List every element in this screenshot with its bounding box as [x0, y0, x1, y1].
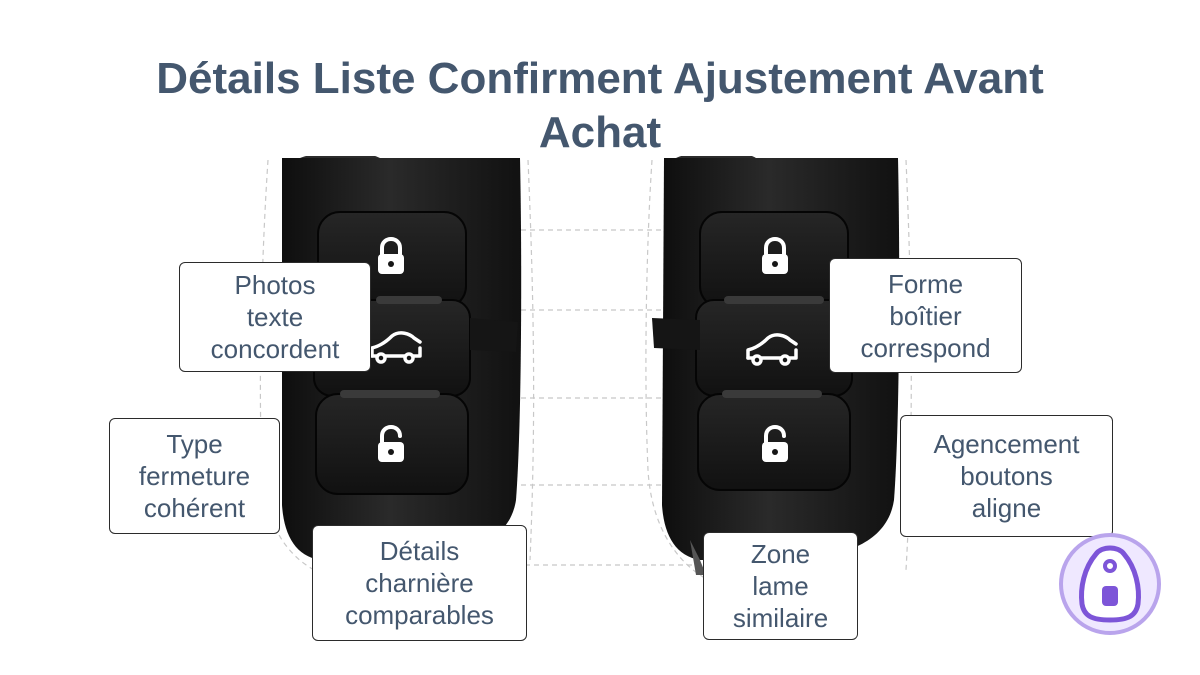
- lock-icon: [378, 237, 404, 274]
- unlock-icon: [762, 425, 788, 462]
- callout-line: cohérent: [143, 493, 246, 523]
- callout-line: texte: [246, 302, 304, 332]
- callout-line: correspond: [860, 332, 991, 363]
- unlock-icon: [378, 425, 404, 462]
- callout-line: Agencement: [933, 429, 1080, 459]
- lock-icon: [762, 237, 788, 274]
- callout-zone-lame: Zone lame similaire: [703, 532, 858, 640]
- callout-line: charnière: [365, 568, 474, 598]
- car-trunk-icon: [746, 333, 798, 366]
- callout-line: boutons: [960, 461, 1053, 491]
- title-line-2: Achat: [538, 108, 662, 157]
- callout-line: boîtier: [889, 300, 962, 331]
- callout-line: Zone: [750, 539, 811, 569]
- callout-line: comparables: [345, 600, 494, 630]
- callout-line: concordent: [210, 334, 340, 364]
- callout-line: Forme: [887, 268, 964, 299]
- callout-details-charniere: Détails charnière comparables: [312, 525, 527, 641]
- key-fob-badge-icon: [1059, 533, 1161, 635]
- page-title: Détails Liste Confirment Ajustement Avan…: [60, 52, 1140, 160]
- callout-line: Type: [166, 429, 223, 459]
- callout-line: fermeture: [138, 461, 251, 491]
- left-key-fob: [282, 151, 522, 560]
- callout-line: similaire: [732, 603, 829, 633]
- callout-line: Photos: [234, 270, 316, 300]
- callout-photos-texte: Photos texte concordent: [179, 262, 371, 372]
- callout-line: aligne: [971, 493, 1042, 523]
- callout-type-fermeture: Type fermeture cohérent: [109, 418, 280, 534]
- callout-forme-boitier: Forme boîtier correspond: [829, 258, 1022, 373]
- car-trunk-icon: [370, 331, 422, 364]
- callout-line: lame: [752, 571, 809, 601]
- callout-line: Détails: [379, 536, 460, 566]
- callout-agencement-boutons: Agencement boutons aligne: [900, 415, 1113, 537]
- title-line-1: Détails Liste Confirment Ajustement Avan…: [156, 54, 1044, 103]
